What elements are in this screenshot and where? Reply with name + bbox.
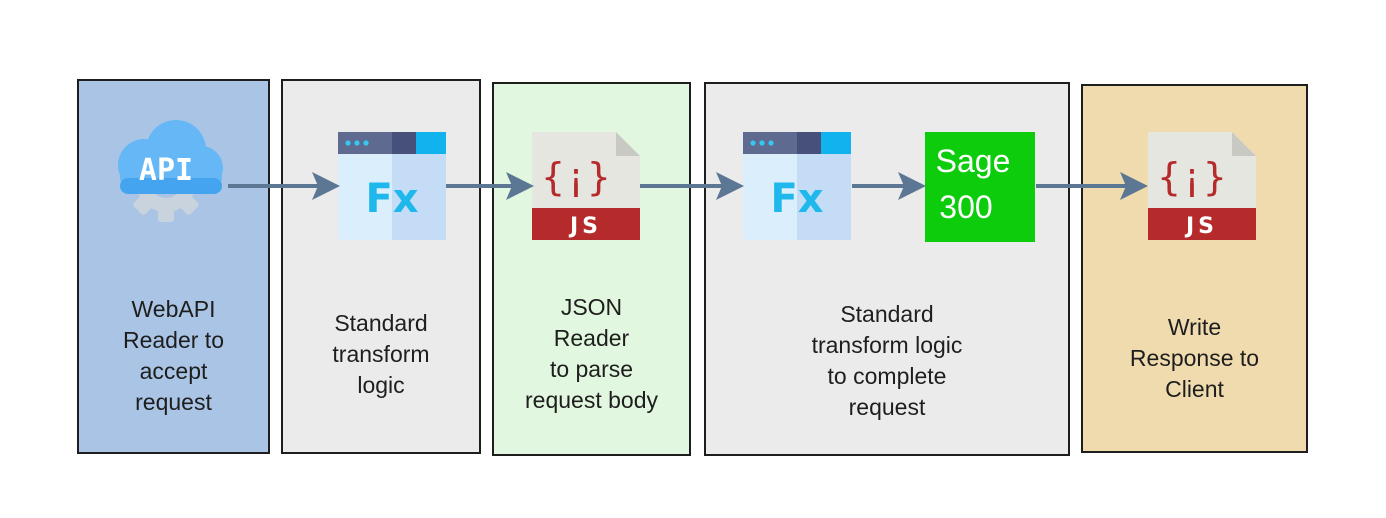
label-line: JSON — [560, 294, 623, 320]
label-line: to complete — [827, 363, 947, 389]
flow-arrow — [1036, 172, 1148, 200]
fx-text: Fx — [770, 176, 823, 222]
label-line: logic — [357, 372, 405, 398]
api-cloud-icon — [118, 120, 223, 222]
label-line: WebAPI — [131, 296, 216, 322]
sage-300-logo: Sage 300 — [925, 132, 1035, 242]
label-line: Reader to — [122, 327, 224, 353]
flow-arrow — [852, 172, 926, 200]
flow-arrow — [640, 172, 744, 200]
label-line: to parse — [549, 356, 634, 382]
label-line: Reader — [553, 325, 630, 351]
label-line: accept — [139, 358, 208, 384]
label-line: request — [135, 389, 212, 415]
label-line: Response to — [1129, 345, 1260, 371]
label-line: Standard — [840, 301, 934, 327]
flow-arrow — [446, 172, 534, 200]
api-text: API — [139, 153, 193, 188]
label-line: transform — [332, 341, 430, 367]
js-text: JS — [1184, 214, 1218, 239]
stage-write-response-label: Write Response to Client — [1083, 312, 1306, 405]
stage-transform-2-label: Standard transform logic to complete req… — [706, 299, 1068, 423]
fx-text: Fx — [365, 176, 418, 222]
js-text: JS — [568, 214, 602, 239]
sage-text: Sage — [936, 143, 1011, 179]
stage-transform-1-label: Standard transform logic — [283, 308, 479, 401]
label-line: Standard — [334, 310, 428, 336]
stage-json-reader-label: JSON Reader to parse request body — [494, 292, 689, 416]
label-line: request — [848, 394, 926, 420]
label-line: transform logic — [811, 332, 963, 358]
label-line: request body — [525, 387, 658, 413]
label-line: Write — [1167, 314, 1222, 340]
label-line: Client — [1165, 376, 1224, 402]
json-badge-text: {¡} — [1158, 155, 1227, 199]
json-badge-text: {¡} — [542, 155, 611, 199]
sage-number: 300 — [939, 189, 992, 225]
stage-webapi-label: WebAPI Reader to accept request — [79, 294, 268, 418]
flow-arrow — [228, 172, 340, 200]
